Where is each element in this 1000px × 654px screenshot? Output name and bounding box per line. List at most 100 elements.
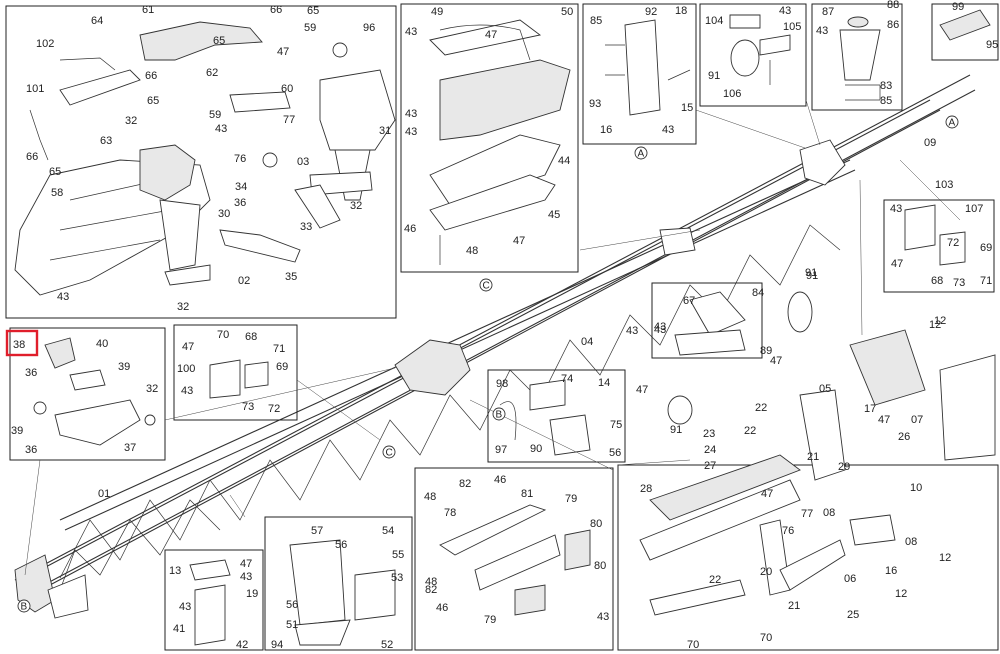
ref-mark-0: C (483, 281, 490, 292)
ref-circle-1 (634, 146, 648, 160)
part-label-box_22-17: 08 (905, 536, 917, 548)
part-label-box_38-4: 32 (146, 383, 158, 395)
part-label-box_22-22: 22 (709, 574, 721, 586)
part-label-topleft-17: 43 (215, 123, 227, 135)
part-label-topleft-24: 58 (51, 187, 63, 199)
boom-end (14, 554, 89, 619)
part-label-box_84-0: 67 (683, 295, 695, 307)
part-label-box_49-10: 48 (466, 245, 478, 257)
part-label-box_74-5: 90 (530, 443, 542, 455)
part-label-box_38-2: 39 (118, 361, 130, 373)
part-label-topleft-31: 35 (285, 271, 297, 283)
part-label-box_74-1: 74 (561, 373, 573, 385)
part-label-box_103-4: 69 (980, 242, 992, 254)
part-label-box_48-1: 82 (459, 478, 471, 490)
part-label-box_22-11: 21 (807, 451, 819, 463)
part-label-box_104-4: 106 (723, 88, 741, 100)
ref-mark-1: A (638, 149, 645, 160)
part-label-box_22-19: 77 (801, 508, 813, 520)
part-label-topleft-2: 66 (270, 4, 282, 16)
part-label-box_87-4: 83 (880, 80, 892, 92)
part-label-box_49-7: 45 (548, 209, 560, 221)
detail-box-99 (931, 3, 999, 61)
part-label-box_22-8: 22 (744, 425, 756, 437)
part-label-main-5: 47 (636, 384, 648, 396)
part-label-box_22-3: 47 (878, 414, 890, 426)
part-label-topleft-5: 96 (363, 22, 375, 34)
part-label-topleft-8: 47 (277, 46, 289, 58)
part-label-topleft-1: 61 (142, 4, 154, 16)
part-label-box_74-3: 75 (610, 419, 622, 431)
part-label-topleft-30: 02 (238, 275, 250, 287)
detail-box-57 (264, 516, 413, 651)
part-label-box_48-2: 46 (494, 474, 506, 486)
part-label-box_13-3: 43 (179, 601, 191, 613)
part-label-box_22-10: 27 (704, 460, 716, 472)
detail-box-92 (582, 3, 697, 145)
fold-joint (394, 139, 846, 396)
part-label-box_57-8: 52 (381, 639, 393, 651)
part-label-box_57-4: 53 (391, 572, 403, 584)
part-label-topleft-7: 65 (213, 35, 225, 47)
part-label-main-3: 43 (626, 325, 638, 337)
detail-box-22 (617, 389, 999, 651)
part-label-box_22-16: 08 (823, 507, 835, 519)
part-label-box_38-0: 38 (13, 339, 25, 351)
part-label-box_57-0: 57 (311, 525, 323, 537)
part-label-box_22-18: 76 (782, 525, 794, 537)
detail-box-48 (414, 467, 614, 651)
part-label-box_103-6: 68 (931, 275, 943, 287)
part-label-topleft-15: 63 (100, 135, 112, 147)
part-label-box_48-0: 48 (424, 491, 436, 503)
part-label-box_22-21: 16 (885, 565, 897, 577)
part-label-box_57-2: 56 (335, 539, 347, 551)
part-label-box_49-6: 44 (558, 155, 570, 167)
part-label-topleft-26: 36 (234, 197, 246, 209)
part-label-main-6: 12 (934, 315, 946, 327)
part-label-box_92-3: 93 (589, 98, 601, 110)
part-label-box_92-4: 15 (681, 102, 693, 114)
part-label-box_22-26: 25 (847, 609, 859, 621)
ref-mark-4: C (386, 448, 393, 459)
part-label-box_91-0: 91 (805, 267, 817, 279)
hoses (667, 291, 813, 425)
part-label-box_92-5: 16 (600, 124, 612, 136)
part-label-box_48-3: 81 (521, 488, 533, 500)
part-label-box_48-4: 78 (444, 507, 456, 519)
part-label-box_22-14: 28 (640, 483, 652, 495)
part-label-box_22-24: 06 (844, 573, 856, 585)
part-label-box_92-6: 43 (662, 124, 674, 136)
part-label-topleft-14: 32 (125, 115, 137, 127)
part-label-topleft-21: 31 (379, 125, 391, 137)
assembly-07 (849, 329, 996, 461)
part-label-box_57-7: 94 (271, 639, 283, 651)
part-label-box_57-5: 56 (286, 599, 298, 611)
part-label-box_57-1: 54 (382, 525, 394, 537)
part-label-box_87-1: 88 (887, 0, 899, 11)
part-label-box_49-1: 50 (561, 6, 573, 18)
part-label-box_92-1: 92 (645, 6, 657, 18)
part-label-box_13-4: 19 (246, 588, 258, 600)
part-label-box_22-20: 12 (939, 552, 951, 564)
part-label-topleft-29: 30 (218, 208, 230, 220)
part-label-topleft-27: 33 (300, 221, 312, 233)
part-label-box_57-6: 51 (286, 619, 298, 631)
part-label-box_99-1: 95 (986, 39, 998, 51)
part-label-box_70-6: 43 (181, 385, 193, 397)
part-label-box_103-0: 103 (935, 179, 953, 191)
part-label-box_87-5: 85 (880, 95, 892, 107)
part-label-box_13-0: 13 (169, 565, 181, 577)
part-label-box_104-1: 43 (779, 5, 791, 17)
part-label-topleft-12: 101 (26, 83, 44, 95)
part-label-topleft-28: 32 (350, 200, 362, 212)
part-label-box_103-3: 72 (947, 237, 959, 249)
part-label-box_70-8: 72 (268, 403, 280, 415)
part-label-box_22-15: 47 (761, 488, 773, 500)
part-label-main-0: 04 (581, 336, 593, 348)
part-label-box_92-0: 85 (590, 15, 602, 27)
part-label-box_22-5: 07 (911, 414, 923, 426)
part-label-topleft-33: 32 (177, 301, 189, 313)
part-label-box_74-2: 14 (598, 377, 610, 389)
part-label-box_38-3: 36 (25, 367, 37, 379)
